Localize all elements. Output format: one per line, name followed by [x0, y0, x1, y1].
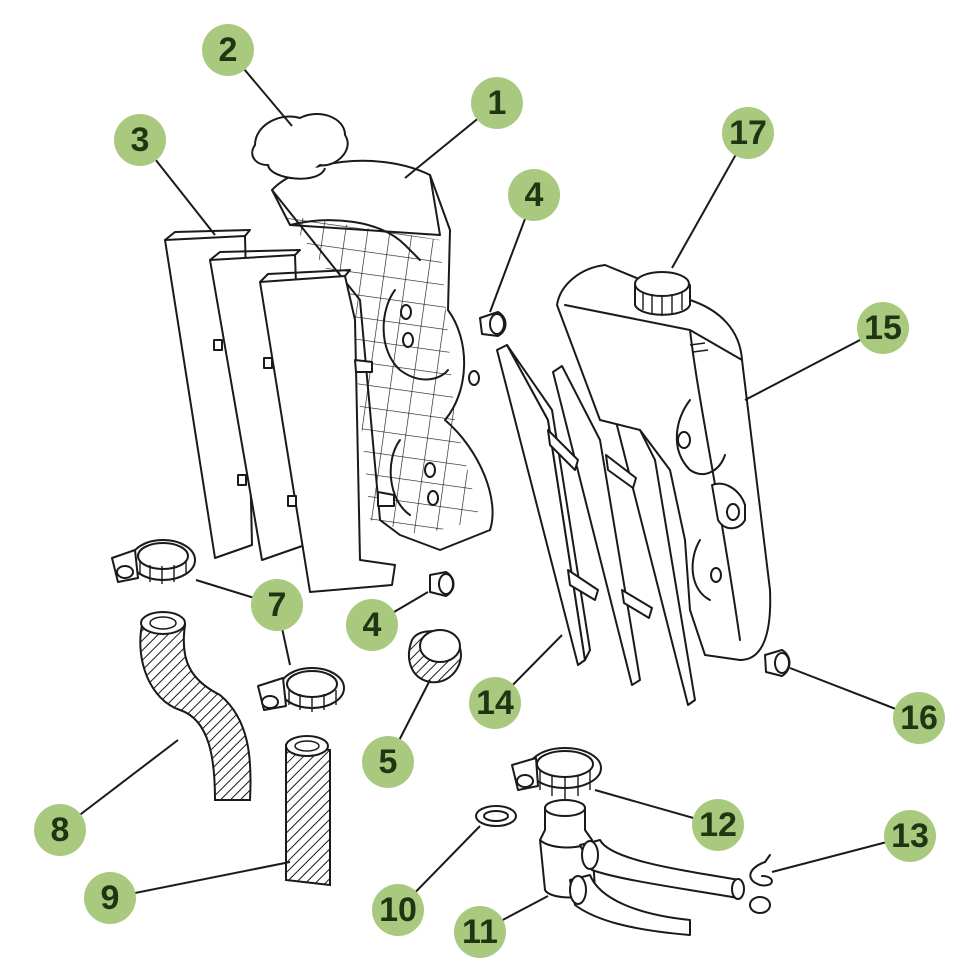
- callout-10: 10: [372, 884, 424, 936]
- svg-text:14: 14: [476, 684, 514, 722]
- svg-text:9: 9: [101, 879, 120, 917]
- svg-text:1: 1: [488, 84, 507, 122]
- hose-clamp-lower: [257, 667, 345, 712]
- filter-cylinder: [408, 629, 462, 684]
- left-louvers: [164, 229, 396, 593]
- filler-cap: [634, 271, 691, 316]
- callout-4-upper: 4: [508, 169, 560, 221]
- svg-text:16: 16: [900, 699, 938, 737]
- svg-text:3: 3: [131, 121, 150, 159]
- callout-17: 17: [722, 107, 774, 159]
- callout-15: 15: [857, 302, 909, 354]
- svg-text:17: 17: [729, 114, 767, 152]
- hose-clamp-12: [511, 747, 602, 800]
- radiator-cap: [251, 113, 349, 180]
- hose-straight: [285, 735, 331, 887]
- svg-text:10: 10: [379, 891, 417, 929]
- callout-3: 3: [114, 114, 166, 166]
- callout-7: 7: [251, 579, 303, 631]
- callout-16: 16: [893, 692, 945, 744]
- callout-12: 12: [692, 799, 744, 851]
- tee-fitting-11: [539, 799, 745, 936]
- hose-s-shaped: [139, 611, 252, 801]
- svg-text:7: 7: [268, 586, 287, 624]
- left-radiator: [271, 159, 494, 551]
- callout-2: 2: [202, 24, 254, 76]
- callout-1: 1: [471, 77, 523, 129]
- svg-text:13: 13: [891, 817, 929, 855]
- svg-text:8: 8: [51, 811, 70, 849]
- callout-8: 8: [34, 804, 86, 856]
- callout-11: 11: [454, 906, 506, 958]
- svg-text:12: 12: [699, 806, 737, 844]
- callout-4-lower: 4: [346, 599, 398, 651]
- svg-text:15: 15: [864, 309, 902, 347]
- spring-clip-13: [749, 854, 773, 914]
- spacer-right: [764, 649, 791, 677]
- callout-9: 9: [84, 872, 136, 924]
- right-louvers: [496, 344, 696, 706]
- spacer-lower: [429, 571, 455, 597]
- svg-text:4: 4: [363, 606, 382, 644]
- svg-text:11: 11: [462, 913, 498, 951]
- callout-14: 14: [469, 677, 521, 729]
- svg-text:2: 2: [219, 31, 238, 69]
- callout-5: 5: [362, 736, 414, 788]
- callout-13: 13: [884, 810, 936, 862]
- svg-text:5: 5: [379, 743, 398, 781]
- spacer-upper: [479, 311, 507, 337]
- hose-clamp-upper: [111, 539, 196, 584]
- o-ring-10: [475, 805, 517, 827]
- right-radiator: [556, 264, 772, 661]
- svg-text:4: 4: [525, 176, 544, 214]
